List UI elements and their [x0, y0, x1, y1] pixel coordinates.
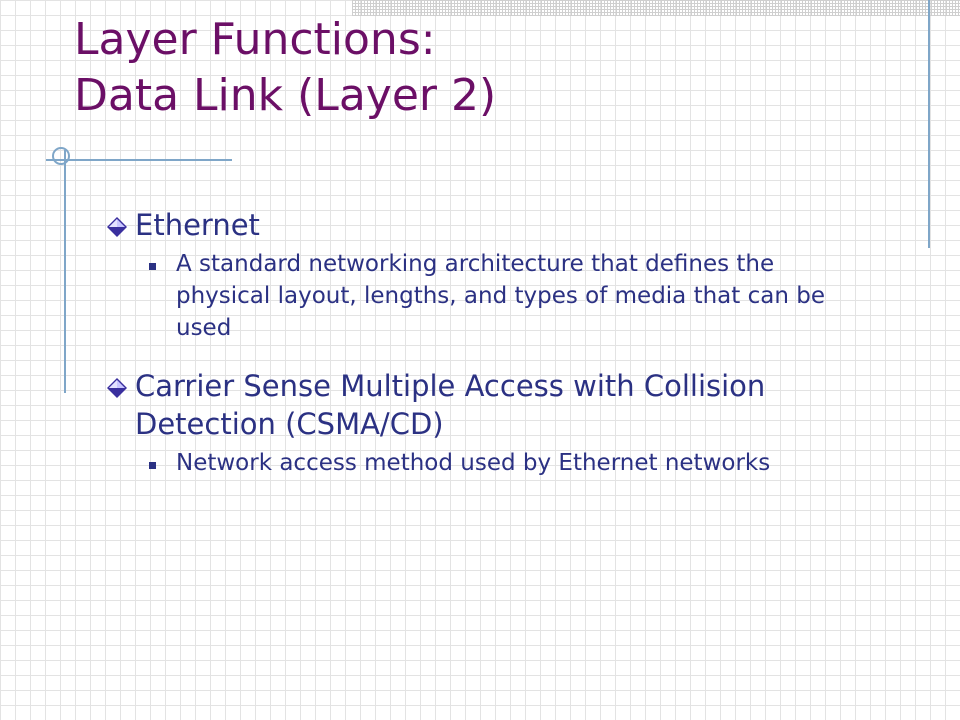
- slide-title-line-2: Data Link (Layer 2): [74, 70, 497, 121]
- diamond-bullet-icon: [107, 217, 127, 237]
- square-bullet-icon: [149, 462, 156, 469]
- slide-title: Layer Functions: Data Link (Layer 2): [74, 12, 496, 124]
- decorative-horizontal-line: [46, 159, 232, 161]
- subbullet-text: Network access method used by Ethernet n…: [176, 450, 771, 476]
- decorative-vertical-line-right: [928, 0, 930, 248]
- square-bullet-icon: [149, 263, 156, 270]
- bullet-text: Ethernet: [135, 208, 260, 242]
- decorative-ring-icon: [52, 147, 70, 165]
- bullet-csma-cd: Carrier Sense Multiple Access with Colli…: [106, 367, 906, 443]
- slide-title-line-1: Layer Functions:: [74, 14, 436, 65]
- subbullet-text: A standard networking architecture that …: [176, 251, 825, 341]
- bullet-list: Ethernet A standard networking architect…: [106, 206, 906, 502]
- bullet-ethernet: Ethernet: [106, 206, 906, 244]
- header-texture-band: [352, 0, 960, 16]
- decorative-vertical-line-left: [64, 150, 66, 393]
- subbullet-ethernet-definition: A standard networking architecture that …: [147, 248, 866, 344]
- subbullet-csma-cd-definition: Network access method used by Ethernet n…: [147, 447, 866, 479]
- bullet-text: Carrier Sense Multiple Access with Colli…: [135, 369, 766, 441]
- diamond-bullet-icon: [107, 378, 127, 398]
